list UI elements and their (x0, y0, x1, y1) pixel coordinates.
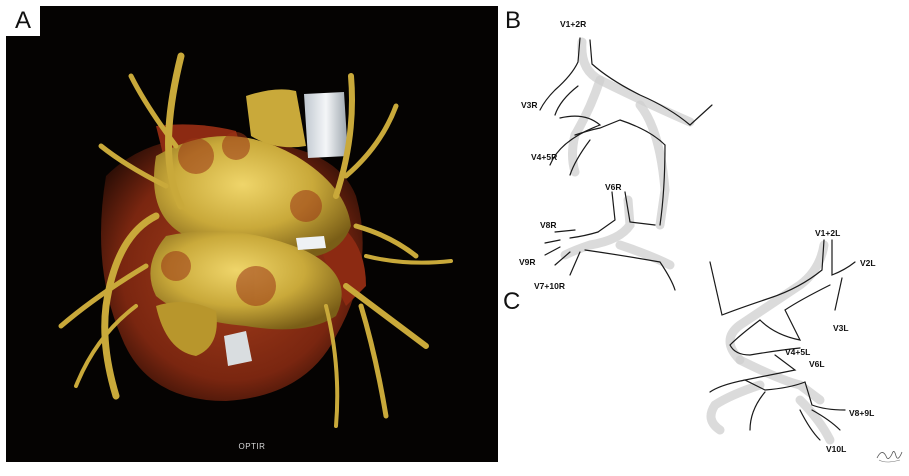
label-v1-2l: V1+2L (815, 229, 840, 238)
label-v4-5l: V4+5L (785, 348, 810, 357)
label-v3r: V3R (521, 101, 538, 110)
label-v1-2r: V1+2R (560, 20, 586, 29)
label-v4-5r: V4+5R (531, 153, 557, 162)
label-v8-9l: V8+9L (849, 409, 874, 418)
label-v6l: V6L (809, 360, 825, 369)
label-v9r: V9R (519, 258, 536, 267)
signature-mark (874, 438, 906, 468)
label-v3l: V3L (833, 324, 849, 333)
panel-c-letter: C (503, 290, 520, 314)
label-v2l: V2L (860, 259, 876, 268)
right-vein-halos (565, 42, 690, 265)
panel-b-letter: B (505, 9, 521, 33)
label-v10l: V10L (826, 445, 846, 454)
label-v7-10r: V7+10R (534, 282, 565, 291)
label-v6r: V6R (605, 183, 622, 192)
label-v8r: V8R (540, 221, 557, 230)
